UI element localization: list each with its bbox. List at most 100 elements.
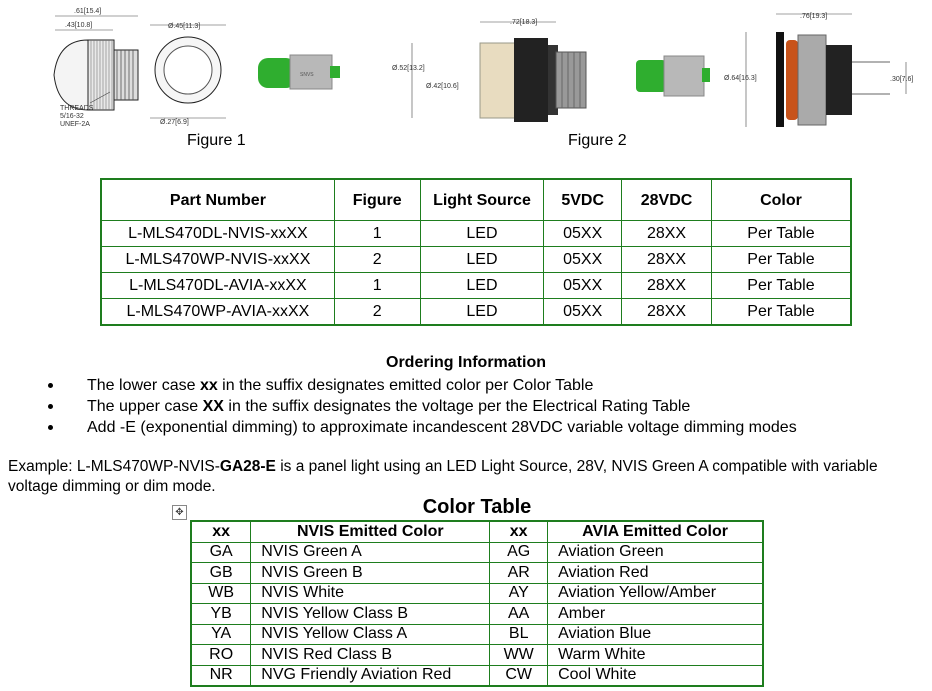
- example-paragraph: Example: L-MLS470WP-NVIS-GA28-E is a pan…: [8, 457, 928, 497]
- color-table-title: Color Table: [422, 496, 532, 518]
- 5vdc-cell: 05XX: [543, 272, 623, 299]
- table-row: L-MLS470DL-NVIS-xxXX 1 LED 05XX 28XX Per…: [100, 220, 852, 247]
- nvis-code-cell: WB: [190, 582, 252, 604]
- header-avia-code: xx: [489, 520, 549, 543]
- table-row: YB NVIS Yellow Class B AA Amber: [190, 603, 764, 625]
- fig2-length-dim: .72[18.3]: [510, 19, 537, 26]
- color-table: xx NVIS Emitted Color xx AVIA Emitted Co…: [190, 520, 764, 687]
- 5vdc-cell: 05XX: [543, 246, 623, 273]
- part-number-cell: L-MLS470DL-AVIA-xxXX: [100, 272, 335, 299]
- list-item: The upper case XX in the suffix designat…: [44, 396, 797, 417]
- header-figure: Figure: [333, 178, 421, 221]
- avia-color-cell: Aviation Red: [547, 562, 764, 584]
- bullet-text: in the suffix designates emitted color p…: [217, 377, 594, 394]
- avia-code-cell: AA: [489, 603, 549, 625]
- light-source-cell: LED: [419, 246, 545, 273]
- figure-cell: 2: [333, 246, 421, 273]
- nvis-code-cell: GB: [190, 562, 252, 584]
- list-item: The lower case xx in the suffix designat…: [44, 375, 797, 396]
- fig1-threads-line2: 5/16-32: [60, 113, 84, 120]
- figure-cell: 2: [333, 298, 421, 326]
- color-cell: Per Table: [710, 246, 852, 273]
- figure1-caption: Figure 1: [187, 132, 246, 149]
- header-5vdc: 5VDC: [543, 178, 623, 221]
- nvis-color-cell: NVG Friendly Aviation Red: [250, 664, 491, 687]
- fig1-base-dim: Ø.27[6.9]: [160, 119, 189, 126]
- part-number-cell: L-MLS470DL-NVIS-xxXX: [100, 220, 335, 247]
- table-row: NR NVG Friendly Aviation Red CW Cool Whi…: [190, 664, 764, 687]
- svg-text:SNVS: SNVS: [300, 72, 314, 78]
- avia-color-cell: Cool White: [547, 664, 764, 687]
- avia-code-cell: WW: [489, 644, 549, 666]
- figure2-caption: Figure 2: [568, 132, 627, 149]
- figure-cell: 1: [333, 272, 421, 299]
- table-row: GA NVIS Green A AG Aviation Green: [190, 541, 764, 563]
- 5vdc-cell: 05XX: [543, 298, 623, 326]
- color-cell: Per Table: [710, 220, 852, 247]
- figure1-side-view: .61[15.4] .43[10.8] THREADS 5/16-32 UNEF…: [53, 8, 139, 128]
- bullet-bold: XX: [202, 398, 224, 415]
- table-row: YA NVIS Yellow Class A BL Aviation Blue: [190, 623, 764, 645]
- fig1-diameter-dim: Ø.45[11.3]: [168, 23, 200, 30]
- move-handle-icon[interactable]: ✥: [172, 505, 187, 520]
- avia-code-cell: AY: [489, 582, 549, 604]
- color-cell: Per Table: [710, 272, 852, 299]
- bullet-text: The lower case: [87, 377, 200, 394]
- avia-color-cell: Amber: [547, 603, 764, 625]
- example-bold: GA28-E: [219, 458, 276, 475]
- table-row: WB NVIS White AY Aviation Yellow/Amber: [190, 582, 764, 604]
- avia-code-cell: AR: [489, 562, 549, 584]
- 28vdc-cell: 28XX: [621, 220, 712, 247]
- figure1-front-view: Ø.45[11.3] Ø.27[6.9]: [150, 23, 226, 126]
- nvis-color-cell: NVIS Green B: [250, 562, 491, 584]
- nvis-color-cell: NVIS White: [250, 582, 491, 604]
- figure2-side-view: .72[18.3] Ø.52[13.2] Ø.42[10.6]: [392, 19, 587, 122]
- light-source-cell: LED: [419, 272, 545, 299]
- example-text: Example: L-MLS470WP-NVIS-: [8, 458, 220, 475]
- parts-table: Part Number Figure Light Source 5VDC 28V…: [100, 178, 852, 326]
- fig1-threads-line1: THREADS: [60, 105, 94, 112]
- header-nvis-code: xx: [190, 520, 252, 543]
- fig1-length-dim: .61[15.4]: [74, 8, 101, 15]
- header-nvis-color: NVIS Emitted Color: [250, 520, 491, 543]
- table-row: L-MLS470DL-AVIA-xxXX 1 LED 05XX 28XX Per…: [100, 272, 852, 299]
- ordering-title: Ordering Information: [386, 354, 546, 371]
- table-row: L-MLS470WP-NVIS-xxXX 2 LED 05XX 28XX Per…: [100, 246, 852, 273]
- bullet-text: Add -E (exponential dimming) to approxim…: [87, 419, 797, 436]
- figures-drawing: .61[15.4] .43[10.8] THREADS 5/16-32 UNEF…: [53, 8, 913, 128]
- bullet-text: in the suffix designates the voltage per…: [223, 398, 691, 415]
- header-color: Color: [710, 178, 852, 221]
- avia-color-cell: Aviation Blue: [547, 623, 764, 645]
- part-number-cell: L-MLS470WP-NVIS-xxXX: [100, 246, 335, 273]
- table-row: RO NVIS Red Class B WW Warm White: [190, 644, 764, 666]
- header-avia-color: AVIA Emitted Color: [547, 520, 764, 543]
- avia-color-cell: Warm White: [547, 644, 764, 666]
- avia-code-cell: AG: [489, 541, 549, 563]
- table-row: GB NVIS Green B AR Aviation Red: [190, 562, 764, 584]
- figures-area: .61[15.4] .43[10.8] THREADS 5/16-32 UNEF…: [0, 0, 932, 160]
- nvis-code-cell: GA: [190, 541, 252, 563]
- 28vdc-cell: 28XX: [621, 246, 712, 273]
- nvis-code-cell: RO: [190, 644, 252, 666]
- 28vdc-cell: 28XX: [621, 272, 712, 299]
- table-row: L-MLS470WP-AVIA-xxXX 2 LED 05XX 28XX Per…: [100, 298, 852, 326]
- figure2-led-photo: [636, 55, 710, 97]
- header-28vdc: 28VDC: [621, 178, 712, 221]
- bullet-text: The upper case: [87, 398, 203, 415]
- header-part-number: Part Number: [100, 178, 335, 221]
- fig2-outer-dim: Ø.52[13.2]: [392, 65, 425, 72]
- fig2-depth-dim: .30[7.6]: [890, 76, 913, 83]
- 28vdc-cell: 28XX: [621, 298, 712, 326]
- nvis-color-cell: NVIS Red Class B: [250, 644, 491, 666]
- fig1-threads-line3: UNEF-2A: [60, 121, 90, 128]
- light-source-cell: LED: [419, 220, 545, 247]
- figure-cell: 1: [333, 220, 421, 247]
- color-cell: Per Table: [710, 298, 852, 326]
- nvis-color-cell: NVIS Yellow Class A: [250, 623, 491, 645]
- fig2-panel-length-dim: .76[19.3]: [800, 13, 827, 20]
- avia-code-cell: CW: [489, 664, 549, 687]
- fig2-inner-dim: Ø.42[10.6]: [426, 83, 459, 90]
- figure1-led-photo: SNVS: [258, 54, 340, 90]
- ordering-list: The lower case xx in the suffix designat…: [44, 375, 797, 438]
- nvis-color-cell: NVIS Green A: [250, 541, 491, 563]
